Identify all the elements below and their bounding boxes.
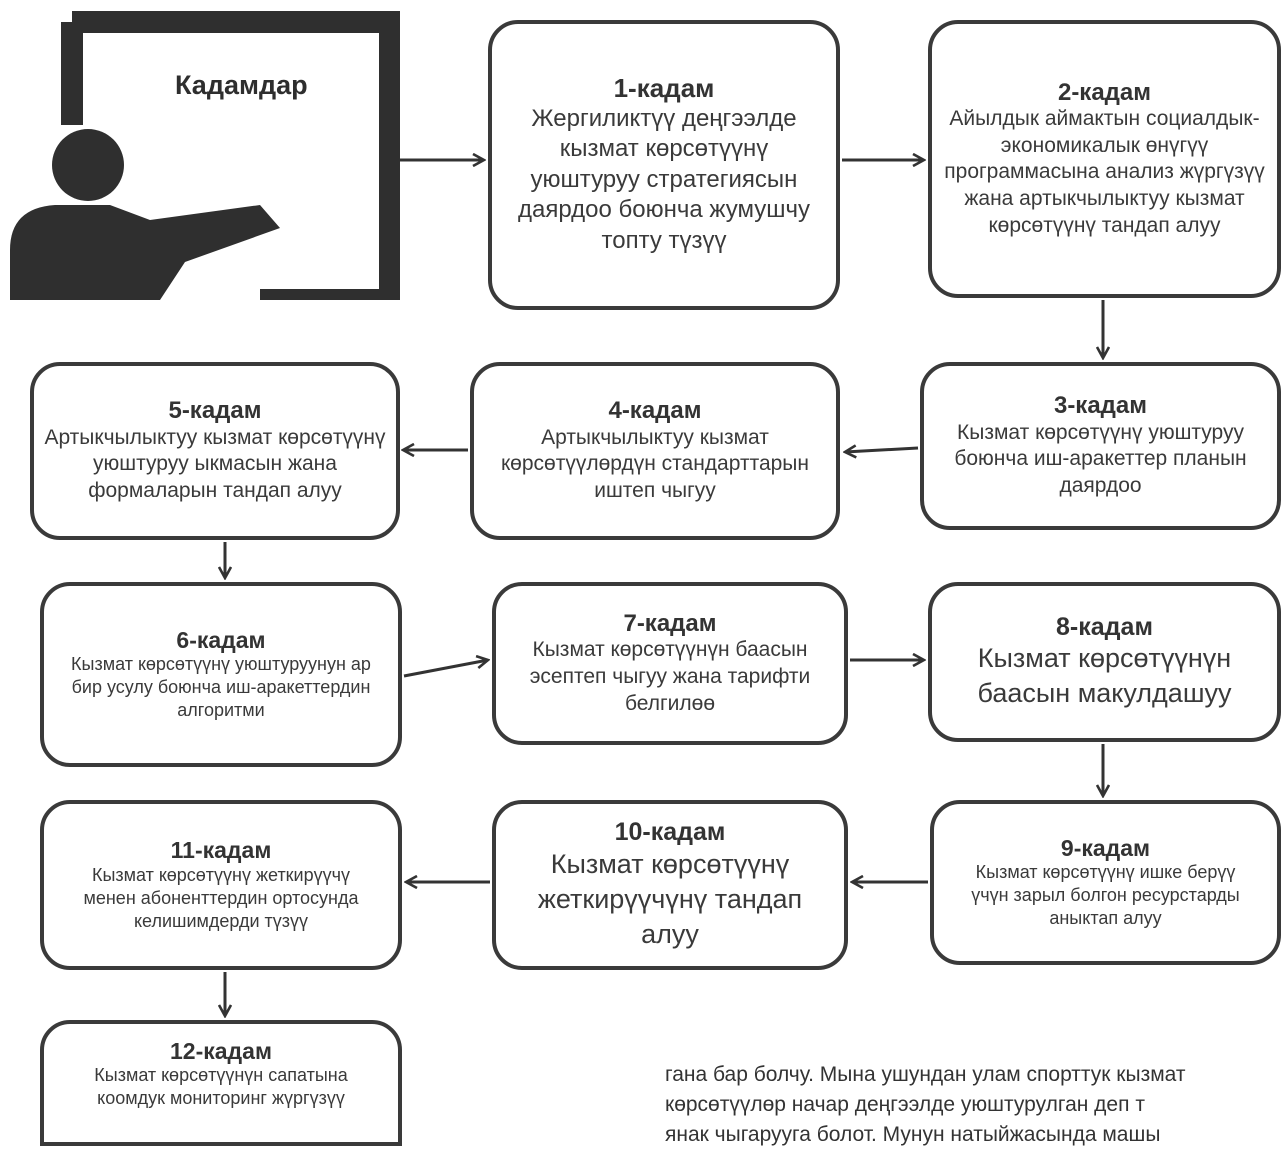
step-4-title: 4-кадам: [608, 397, 702, 425]
step-12-title: 12-кадам: [170, 1038, 272, 1064]
arrow-step6-to-step7: [403, 660, 488, 678]
step-2-title: 2-кадам: [1057, 78, 1152, 106]
paragraph-line: гана бар болчу. Мына ушундан улам спортт…: [665, 1063, 1186, 1086]
step-8-title: 8-кадам: [1056, 612, 1153, 641]
step-4-box: 4-кадам Артыкчылыктуу кызмат көрсөтүүлөр…: [470, 362, 840, 540]
step-1-title: 1-кадам: [613, 72, 715, 103]
paragraph-line: көрсөтүүлөр начар деңгээлде уюштурулган …: [665, 1093, 1145, 1116]
body-paragraph: гана бар болчу. Мына ушундан улам спортт…: [665, 1060, 1281, 1150]
step-1-box: 1-кадам Жергиликтүү деңгээлде кызмат көр…: [488, 20, 840, 310]
step-10-text: Кызмат көрсөтүүнү жеткирүүчүнү тандап ал…: [537, 848, 803, 949]
step-1-text: Жергиликтүү деңгээлде кызмат көрсөтүүнү …: [518, 104, 810, 254]
step-8-box: 8-кадам Кызмат көрсөтүүнүн баасын макулд…: [928, 582, 1281, 742]
step-9-box: 9-кадам Кызмат көрсөтүүнү ишке берүү үчү…: [930, 800, 1281, 965]
step-12-box: 12-кадам Кызмат көрсөтүүнүн сапатына коо…: [40, 1020, 402, 1146]
step-4-text: Артыкчылыктуу кызмат көрсөтүүлөрдүн стан…: [500, 425, 810, 503]
icon-label: Кадамдар: [175, 70, 308, 100]
presenter-icon: [10, 11, 400, 300]
step-6-box: 6-кадам Кызмат көрсөтүүнү уюштуруунун ар…: [40, 582, 402, 767]
step-7-title: 7-кадам: [623, 609, 717, 637]
step-6-title: 6-кадам: [176, 626, 266, 653]
step-11-text: Кызмат көрсөтүүнү жеткирүүчү менен абоне…: [83, 864, 359, 931]
step-3-text: Кызмат көрсөтүүнү уюштуруу боюнча иш-ара…: [954, 420, 1247, 498]
step-2-box: 2-кадам Айылдык аймактын социалдык-эконо…: [928, 20, 1281, 298]
step-7-text: Кызмат көрсөтүүнүн баасын эсептеп чыгуу …: [529, 638, 811, 715]
step-5-box: 5-кадам Артыкчылыктуу кызмат көрсөтүүнү …: [30, 362, 400, 540]
step-11-title: 11-кадам: [170, 837, 272, 864]
step-2-text: Айылдык аймактын социалдык-экономикалык …: [944, 107, 1265, 237]
arrow-step3-to-step4: [845, 448, 919, 452]
step-11-box: 11-кадам Кызмат көрсөтүүнү жеткирүүчү ме…: [40, 800, 402, 970]
step-9-title: 9-кадам: [1060, 834, 1151, 861]
step-6-text: Кызмат көрсөтүүнү уюштуруунун ар бир усу…: [71, 654, 371, 721]
step-9-text: Кызмат көрсөтүүнү ишке берүү үчүн зарыл …: [971, 862, 1240, 929]
step-10-box: 10-кадам Кызмат көрсөтүүнү жеткирүүчүнү …: [492, 800, 848, 970]
step-3-title: 3-кадам: [1053, 392, 1148, 420]
step-5-text: Артыкчылыктуу кызмат көрсөтүүнү уюштуруу…: [44, 425, 386, 503]
step-10-title: 10-кадам: [614, 817, 726, 846]
step-12-text: Кызмат көрсөтүүнүн сапатына коомдук мони…: [94, 1065, 348, 1109]
paragraph-line: янак чыгарууга болот. Мунун натыйжасында…: [665, 1123, 1161, 1146]
step-7-box: 7-кадам Кызмат көрсөтүүнүн баасын эсепте…: [492, 582, 848, 745]
step-5-title: 5-кадам: [168, 397, 262, 425]
step-8-text: Кызмат көрсөтүүнүн баасын макулдашуу: [977, 643, 1232, 709]
step-3-box: 3-кадам Кызмат көрсөтүүнү уюштуруу боюнч…: [920, 362, 1281, 530]
